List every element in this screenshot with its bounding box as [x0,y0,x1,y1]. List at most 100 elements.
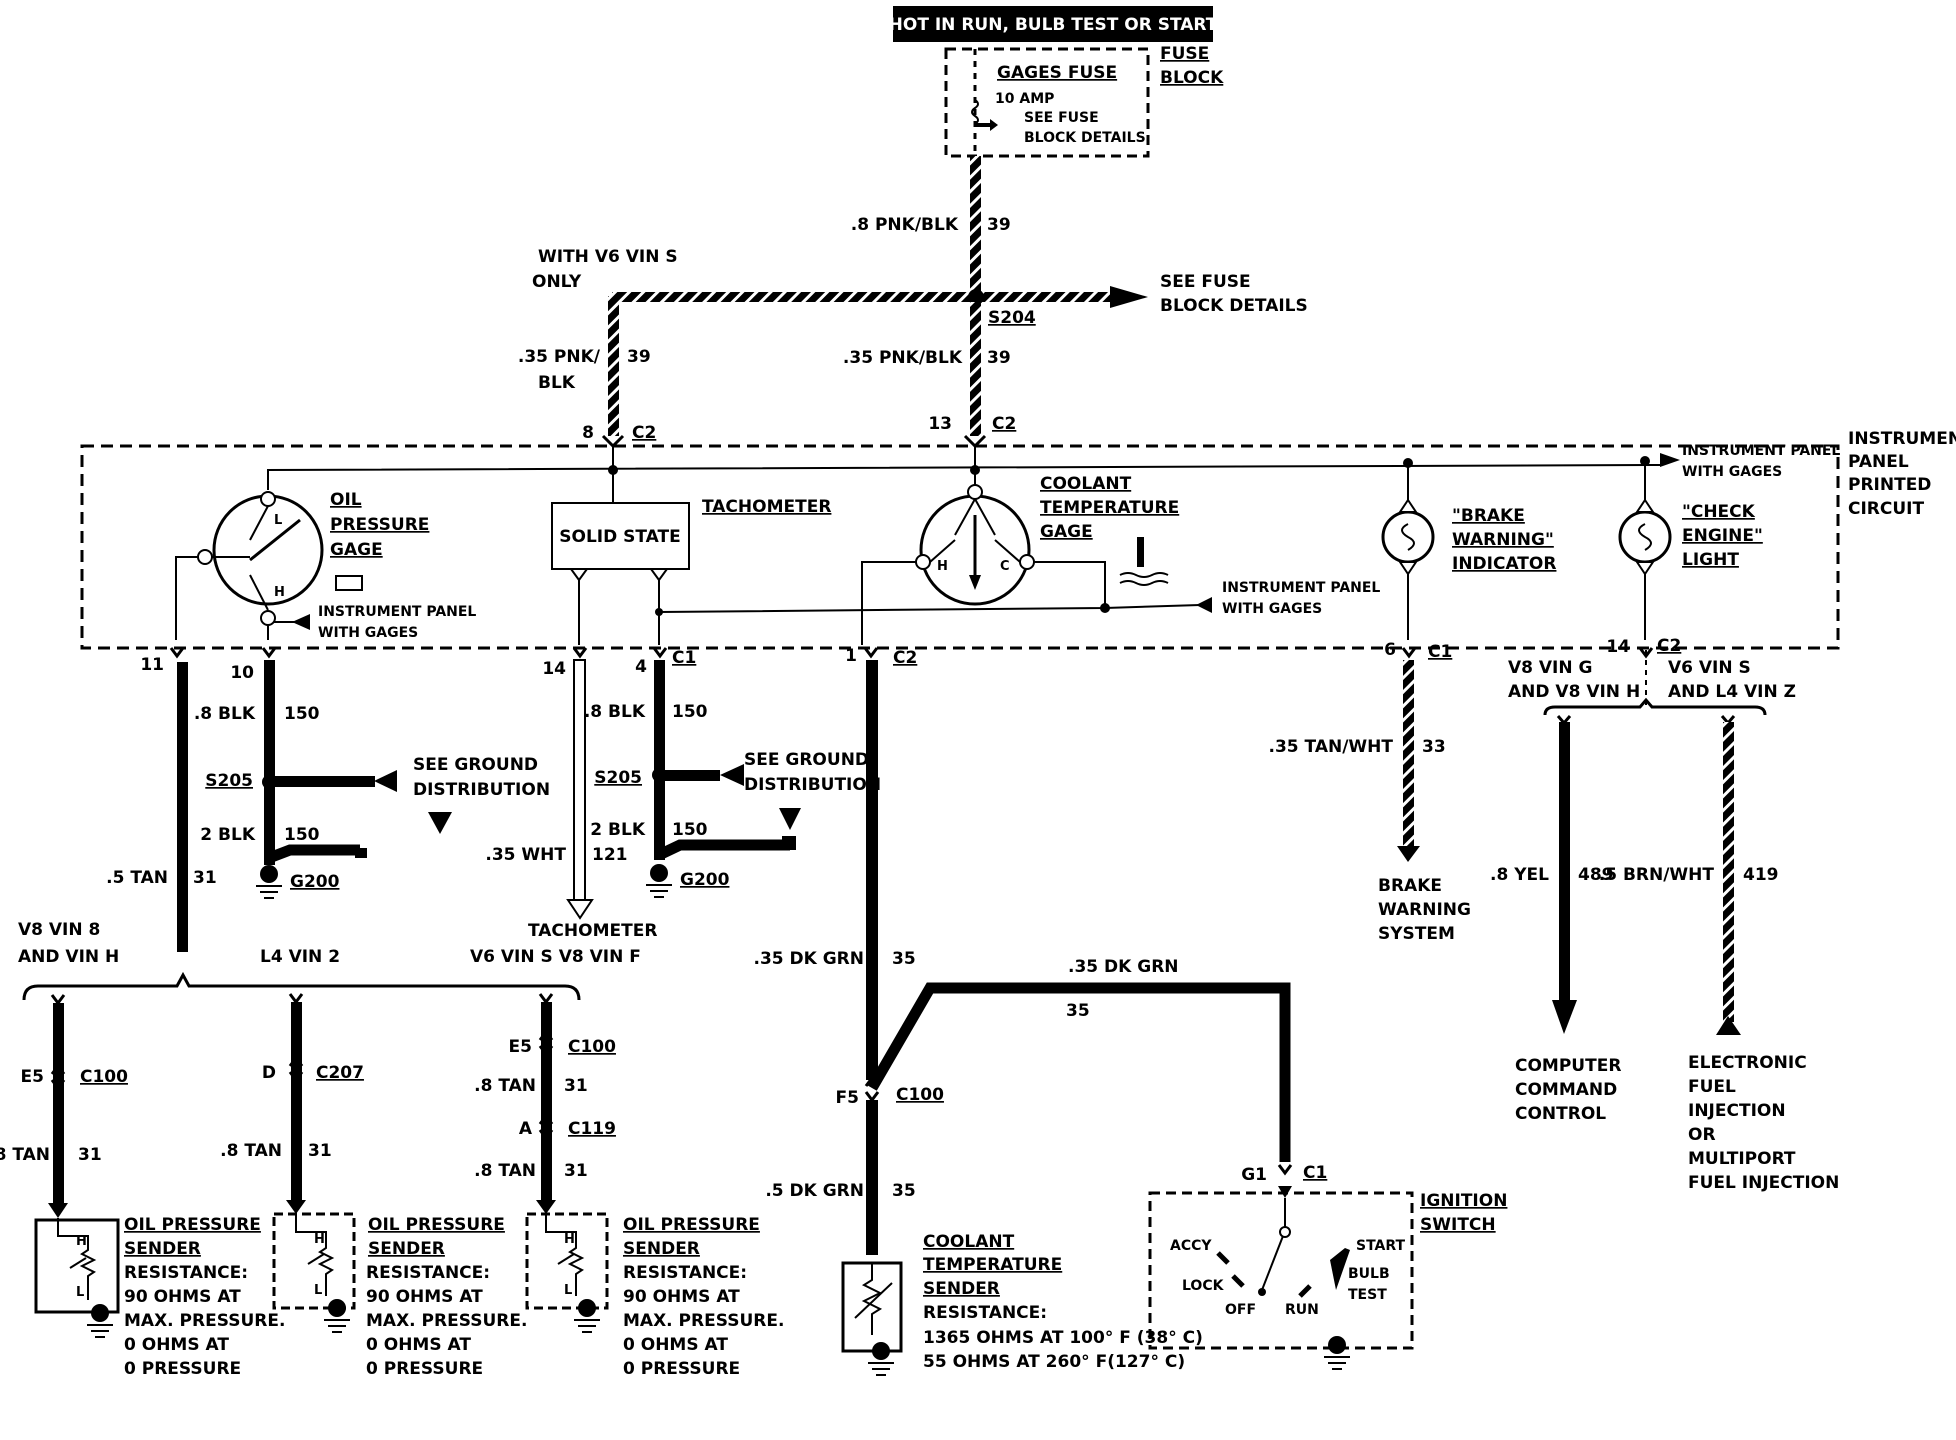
coolant-wire-circuit3: 35 [892,1181,916,1201]
check-engine-l3: LIGHT [1682,550,1739,570]
ign-bulb: BULB [1348,1266,1390,1282]
s3-conn: C100 [568,1037,616,1057]
pin-4: 4 [635,657,647,677]
s2-h: H [314,1232,325,1247]
pin-11: 11 [140,655,164,675]
s2-l: L [314,1283,322,1298]
ign-run: RUN [1285,1302,1319,1318]
brake-wire-d2: WARNING [1378,900,1471,920]
yel-wire-circuit: 489 [1578,865,1614,885]
ipc-box [80,444,1840,650]
main-feed-wire [970,156,981,296]
tan-wire [177,662,188,952]
ignition-switch: G1 C1 ACCY LOCK OFF RUN START BULB TEST … [1148,1163,1507,1370]
s3-h: H [564,1232,575,1247]
s3-l2: SENDER [623,1239,700,1259]
brake-warning-wire: .35 TAN/WHT 33 BRAKE WARNING SYSTEM [1269,660,1471,944]
ipc-gages-left2: WITH GAGES [318,625,418,641]
s1-l4: 90 OHMS AT [124,1287,241,1307]
s3-l: L [564,1283,572,1298]
ipc-label2: PANEL [1848,452,1909,472]
power-source-banner: HOT IN RUN, BULB TEST OR START [889,6,1218,42]
ign-lock: LOCK [1182,1278,1225,1294]
center-feed-circuit: 39 [987,348,1011,368]
tan-wire-circuit: 31 [193,868,217,888]
oil-pressure-sender-3: E5 C100 .8 TAN 31 A C119 .8 TAN 31 H L O… [474,993,784,1379]
tach-box-label: SOLID STATE [559,527,680,547]
variant-v8b: AND VIN H [18,947,119,967]
engine-variant-split-right: V8 VIN G AND V8 VIN H V6 VIN S AND L4 VI… [1490,658,1839,1193]
s1-l6: 0 OHMS AT [124,1335,229,1355]
oil-gage-l3: GAGE [330,540,383,560]
coolant-wire-circuit2: 35 [1066,1001,1090,1021]
conn-c2b: C2 [1657,636,1681,656]
ign-conn: C1 [1303,1163,1327,1183]
ipc-label1: INSTRUMENT [1848,429,1956,449]
brn-wire-circuit: 419 [1743,865,1779,885]
brake-ind-l3: INDICATOR [1452,554,1556,574]
left-feed-pin: 8 [582,423,594,443]
left-feed-conn: C2 [632,423,656,443]
wht-wire-circuit: 121 [592,845,628,865]
fuse-note1: SEE FUSE [1024,110,1099,126]
fuse-block: GAGES FUSE 10 AMP SEE FUSE BLOCK DETAILS… [944,44,1224,158]
brn-wire-d1: ELECTRONIC [1688,1053,1807,1073]
s3-pin2: A [519,1119,533,1139]
gl-see2: DISTRIBUTION [413,780,550,800]
left-feed-gauge1: .35 PNK/ [518,347,601,367]
coolant-wire-gauge: .35 DK GRN [753,949,864,969]
center-feed-conn: C2 [992,414,1016,434]
wht-wire-gauge: .35 WHT [485,845,566,865]
s1-l7: 0 PRESSURE [124,1359,241,1379]
tach-white-wire: .35 WHT 121 TACHOMETER [485,659,657,941]
pin-14b: 14 [1606,637,1630,657]
tach-label: TACHOMETER [702,497,831,517]
s2-l7: 0 PRESSURE [366,1359,483,1379]
variant-v8: V8 VIN 8 [18,920,100,940]
cs-l6: 55 OHMS AT 260° F(127° C) [923,1352,1185,1372]
gm-circ2: 150 [672,820,708,840]
s3-l3: RESISTANCE: [623,1263,747,1283]
ign-accy: ACCY [1170,1238,1212,1254]
s3-gauge: .8 TAN [474,1076,536,1096]
yel-wire-d2: COMMAND [1515,1080,1617,1100]
yel-wire-gauge: .8 YEL [1490,865,1549,885]
brn-wire-gauge: .5 BRN/WHT [1599,865,1715,885]
brake-wire-circuit: 33 [1422,737,1446,757]
ipc-label4: CIRCUIT [1848,499,1924,519]
coolant-gage-l3: GAGE [1040,522,1093,542]
pin-14: 14 [542,659,566,679]
coolant-wire-conn: C100 [896,1085,944,1105]
ipc-gages-mid2: WITH GAGES [1222,601,1322,617]
ign-l1: IGNITION [1420,1191,1507,1211]
brn-wire-d4: OR [1688,1125,1716,1145]
fuse-block-label2: BLOCK [1160,68,1224,88]
splice-s204-dot [968,289,984,305]
variant-l4: L4 VIN 2 [260,947,340,967]
oil-pressure-gage: L H OIL PRESSURE GAGE INSTRUMENT PANEL W… [175,490,476,641]
s3-circuit2: 31 [564,1161,588,1181]
brn-wire-d2: FUEL [1688,1077,1736,1097]
gl-circ2: 150 [284,825,320,845]
brn-wire-d3: INJECTION [1688,1101,1786,1121]
coolant-wire-pin: F5 [836,1088,859,1108]
brn-wire-d5: MULTIPORT [1688,1149,1796,1169]
gl-gauge2: 2 BLK [200,825,256,845]
thermometer-icon [1119,537,1169,586]
brake-ind-l1: "BRAKE [1452,506,1525,526]
ign-l2: SWITCH [1420,1215,1496,1235]
gm-see1: SEE GROUND [744,750,869,770]
s1-l5: MAX. PRESSURE. [124,1311,285,1331]
ipc-gages-mid1: INSTRUMENT PANEL [1222,580,1380,596]
branch-wire [612,292,1112,302]
s3-pin: E5 [509,1037,532,1057]
s1-l3: RESISTANCE: [124,1263,248,1283]
v8g-l2: AND V8 VIN H [1508,682,1640,702]
main-feed-circuit: 39 [987,215,1011,235]
s2-l6: 0 OHMS AT [366,1335,471,1355]
tan-wire-gauge: .5 TAN [106,868,168,888]
s1-conn: C100 [80,1067,128,1087]
fuse-rating: 10 AMP [995,91,1054,107]
s2-pin: D [262,1063,276,1083]
